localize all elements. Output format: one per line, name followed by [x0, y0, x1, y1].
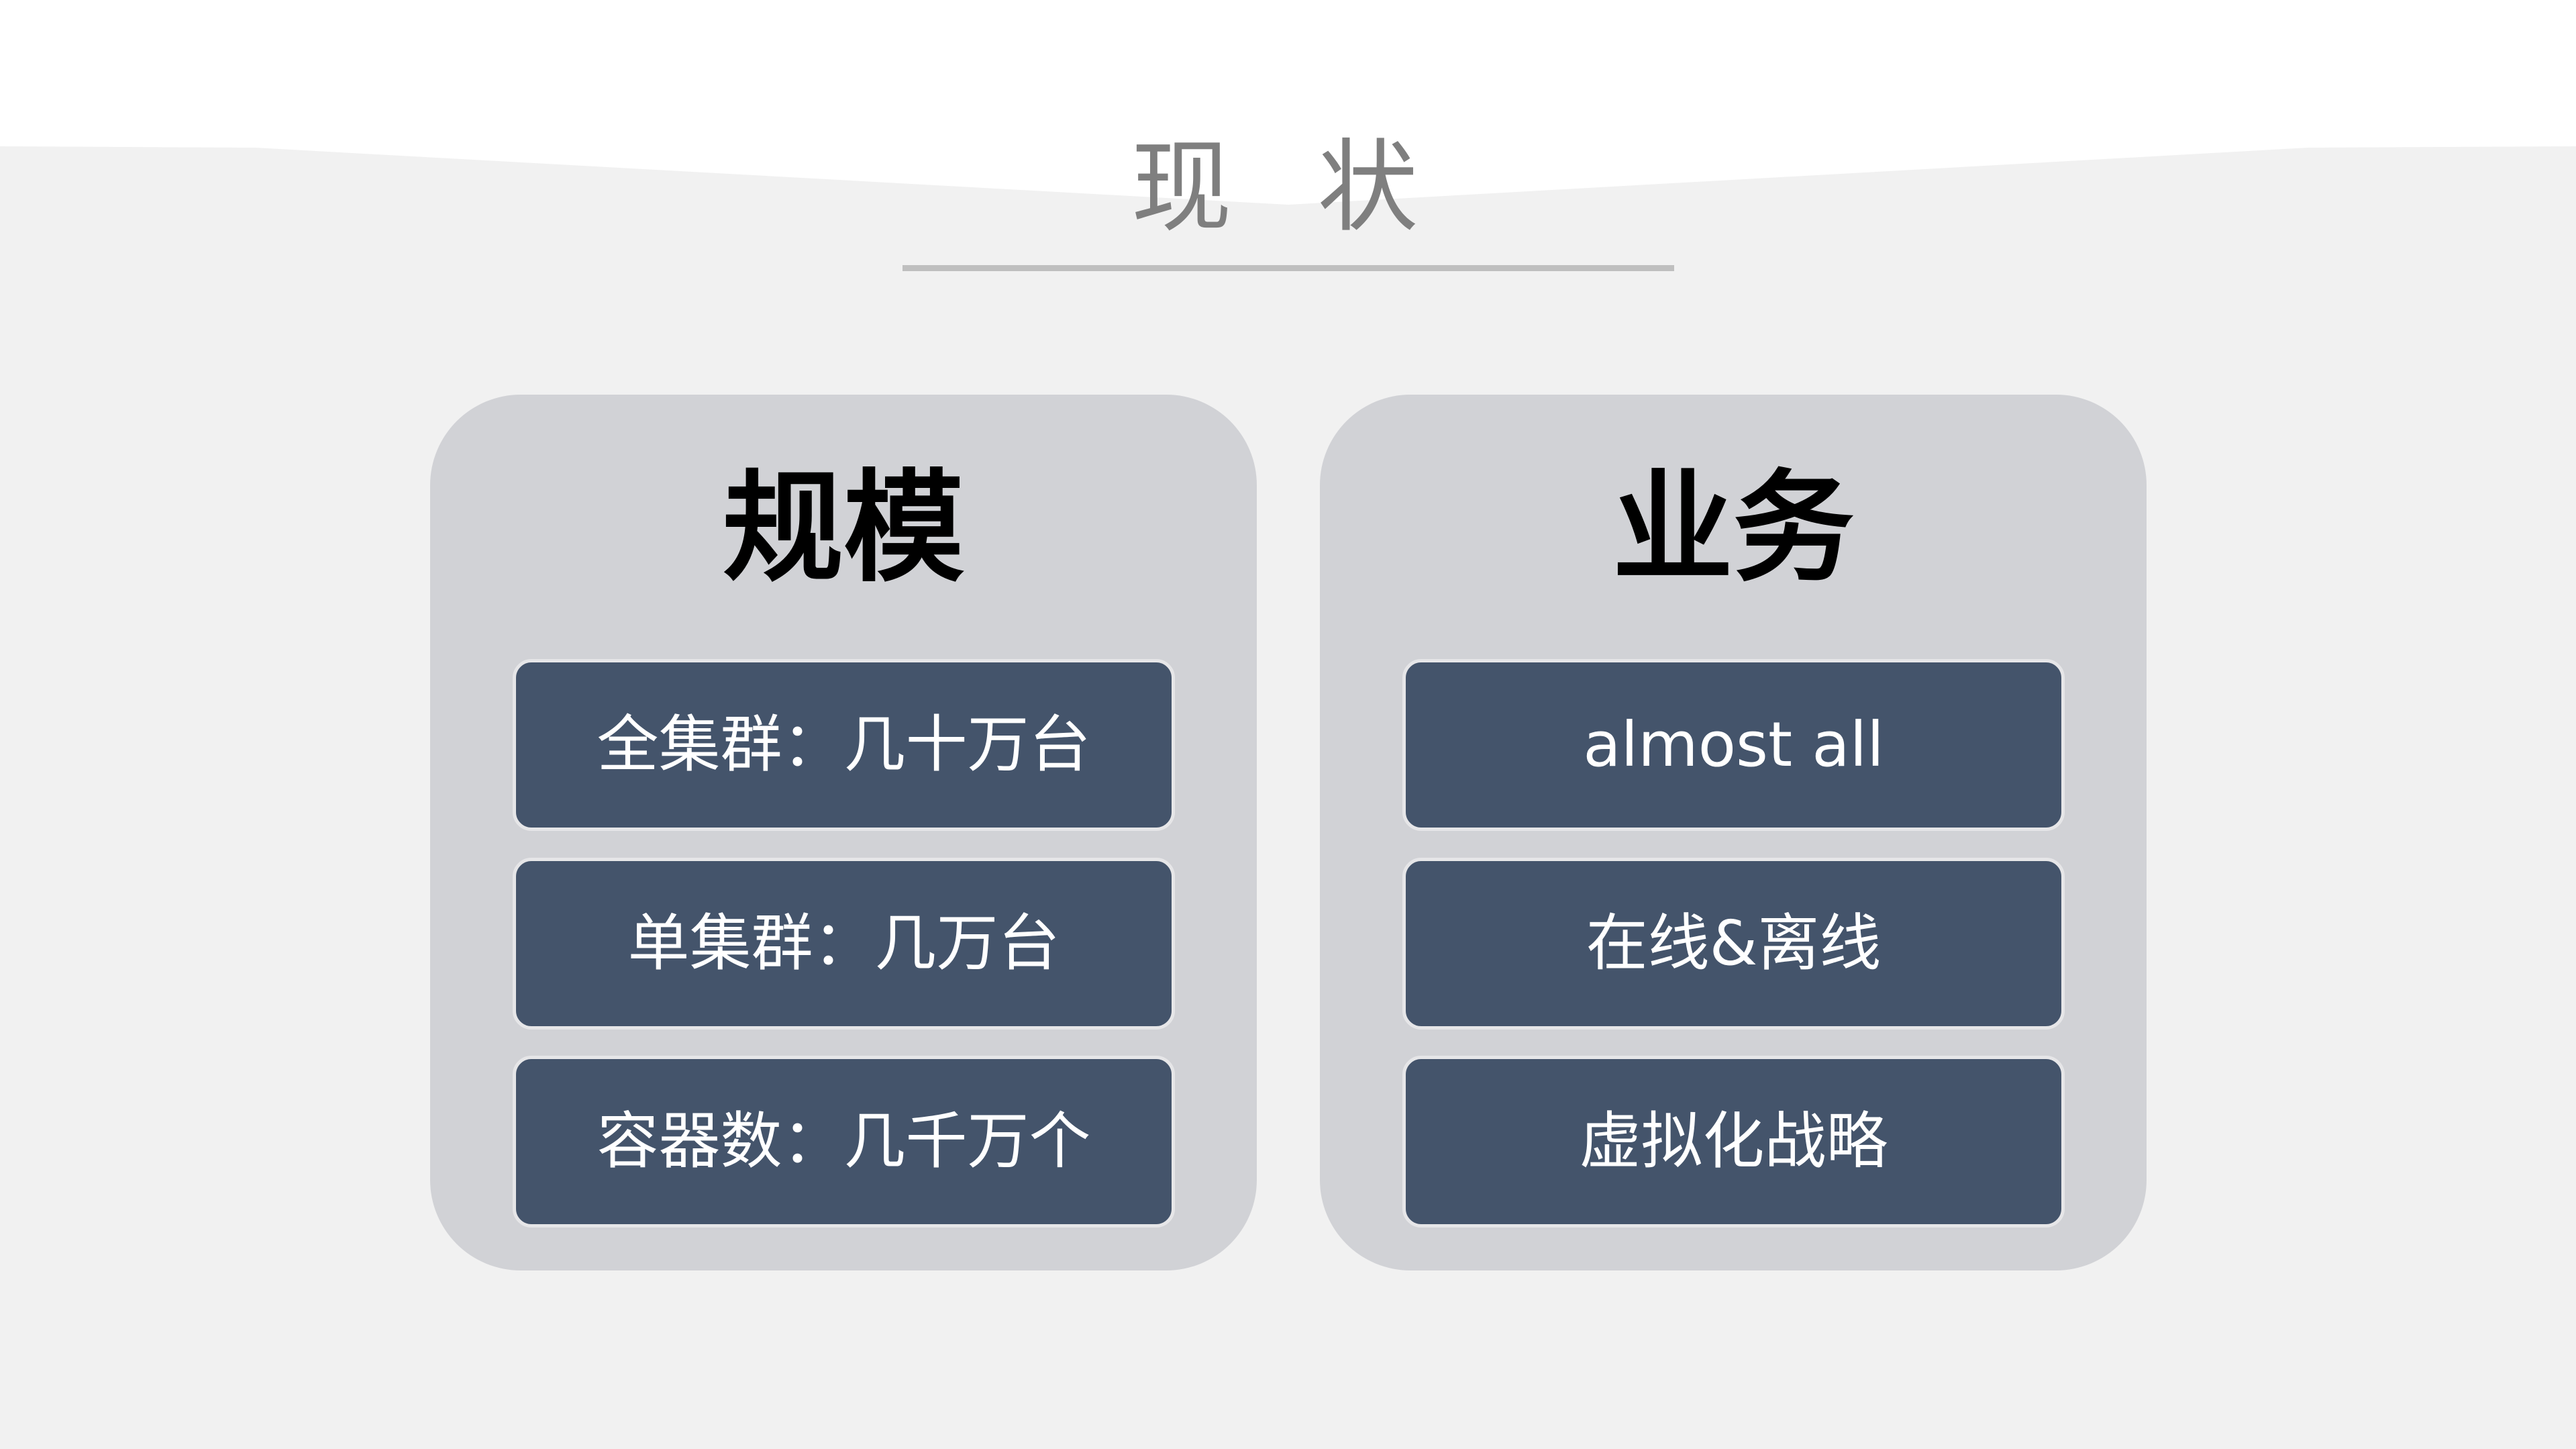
title-underline	[903, 265, 1674, 271]
slide-title: 现 状	[1131, 130, 1445, 246]
business-item-virtualization: 虚拟化战略	[1402, 1056, 2065, 1228]
scale-card: 规模 全集群：几十万台 单集群：几万台 容器数：几千万个	[430, 395, 1257, 1270]
scale-heading: 规模	[722, 458, 964, 599]
business-item-coverage: almost all	[1402, 659, 2065, 831]
business-heading: 业务	[1612, 458, 1854, 599]
business-item-online-offline: 在线&离线	[1402, 858, 2065, 1030]
scale-item-container-count: 容器数：几千万个	[513, 1056, 1175, 1228]
scale-item-total-cluster: 全集群：几十万台	[513, 659, 1175, 831]
scale-item-single-cluster: 单集群：几万台	[513, 858, 1175, 1030]
business-card: 业务 almost all 在线&离线 虚拟化战略	[1320, 395, 2147, 1270]
top-band-background	[0, 0, 2576, 205]
